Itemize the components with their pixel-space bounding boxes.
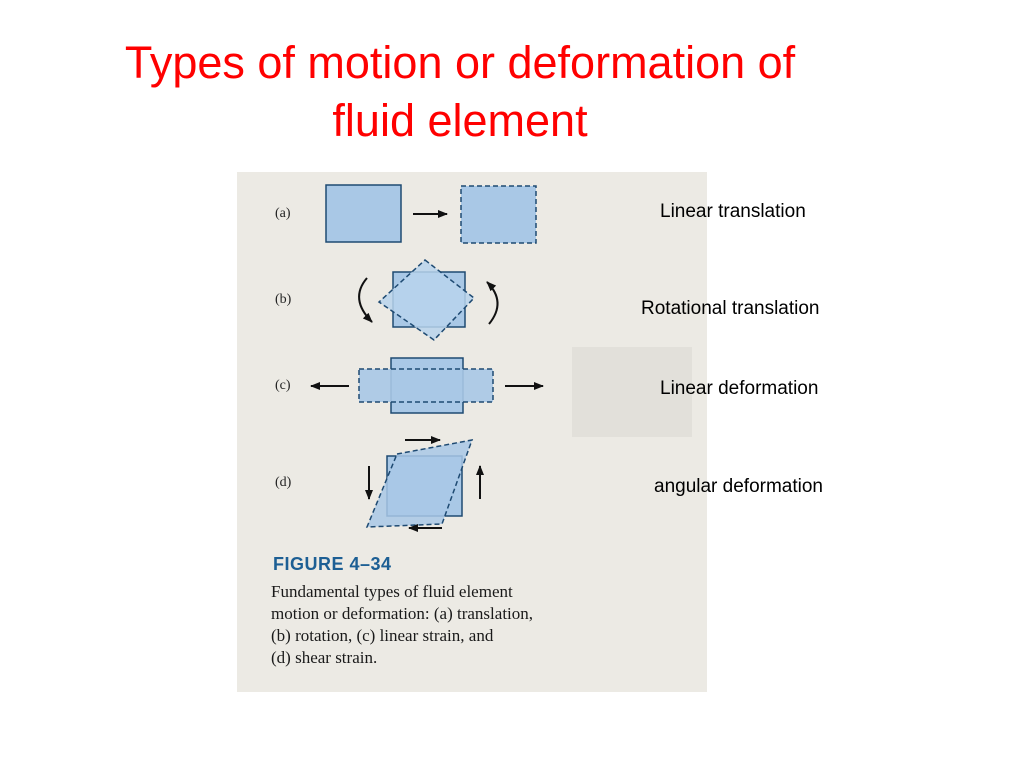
part-label-b: (b) xyxy=(275,292,292,307)
rotation-arrow-right xyxy=(486,281,499,325)
label-angular-deformation: angular deformation xyxy=(654,476,823,497)
translation-diagram xyxy=(325,184,537,244)
label-linear-deformation: Linear deformation xyxy=(660,378,819,399)
title-line-2: fluid element xyxy=(332,95,588,146)
part-label-a: (a) xyxy=(275,206,291,221)
element-sheared xyxy=(365,439,474,528)
part-label-c: (c) xyxy=(275,378,291,393)
element-stretched xyxy=(358,368,494,403)
rotation-diagram xyxy=(358,259,499,341)
label-rotational-translation: Rotational translation xyxy=(641,298,820,319)
label-linear-translation: Linear translation xyxy=(660,201,806,222)
figure-caption-line-2: motion or deformation: (a) translation, xyxy=(271,604,534,623)
slide-title: Types of motion or deformation of fluid … xyxy=(40,34,880,150)
element-original xyxy=(325,184,402,243)
scan-background-mark xyxy=(572,347,692,437)
element-translated xyxy=(460,185,537,244)
shear-strain-diagram xyxy=(365,436,484,532)
rotation-arrow-left xyxy=(358,277,373,323)
figure-caption-line-3: (b) rotation, (c) linear strain, and xyxy=(271,626,494,645)
part-label-d: (d) xyxy=(275,475,292,490)
figure-caption-heading: FIGURE 4–34 xyxy=(273,554,392,574)
figure-caption-line-4: (d) shear strain. xyxy=(271,648,378,667)
element-rotated xyxy=(377,259,476,341)
figure-image: (a) (b) (c) (d) FIGURE 4–34 Fundamental … xyxy=(237,172,707,692)
title-line-1: Types of motion or deformation of xyxy=(124,37,796,88)
figure-diagram xyxy=(310,184,692,532)
linear-strain-diagram xyxy=(310,357,544,414)
figure-caption-line-1: Fundamental types of fluid element xyxy=(271,582,513,601)
